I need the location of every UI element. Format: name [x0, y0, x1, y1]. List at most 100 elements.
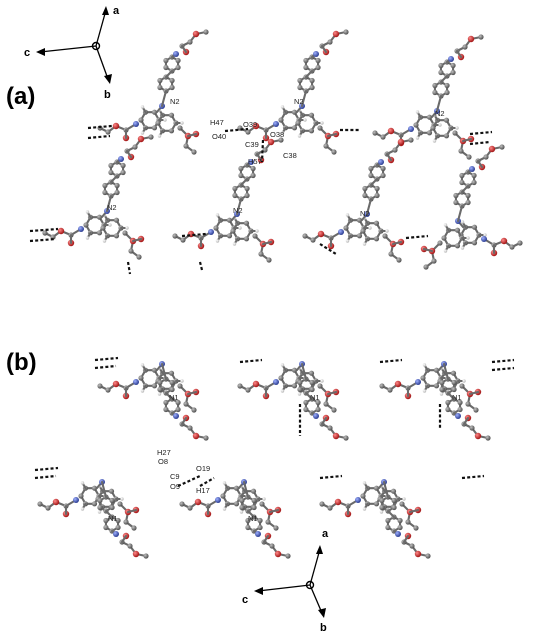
atom-sphere	[267, 138, 275, 146]
bond	[180, 416, 188, 426]
atom-sphere	[380, 172, 386, 179]
atom-sphere	[460, 220, 465, 224]
atom-sphere	[187, 39, 193, 45]
atom-sphere	[438, 69, 444, 76]
atom-sphere	[397, 517, 403, 524]
atom-sphere	[57, 227, 65, 235]
bond	[109, 174, 119, 184]
hydrogen-bond	[94, 356, 119, 362]
atom-sphere	[450, 370, 457, 376]
atom-sphere	[345, 213, 350, 217]
atom-sphere	[215, 213, 220, 217]
atom-sphere	[356, 217, 363, 223]
axis-triad-a: a c b	[24, 5, 120, 101]
atom-sphere	[280, 131, 285, 135]
atom-sphere	[269, 543, 275, 549]
atom-sphere	[395, 531, 401, 537]
axis-c-label-b: c	[242, 594, 248, 606]
atom-sphere	[169, 386, 175, 393]
bond	[326, 132, 338, 138]
atom-sphere	[192, 30, 200, 38]
atom-sphere	[362, 481, 367, 485]
atom-sphere	[108, 223, 112, 227]
atom-sphere	[108, 488, 115, 494]
atom-sphere	[157, 386, 163, 393]
atom-sphere	[257, 524, 263, 531]
hydrogen-bond	[34, 474, 57, 480]
atom-sphere	[443, 117, 450, 123]
atom-sphere	[438, 62, 444, 69]
atom-sphere	[331, 407, 337, 413]
atom-label: N2	[435, 109, 445, 118]
bond	[446, 391, 456, 401]
atom-sphere	[469, 166, 475, 172]
atom-sphere	[187, 425, 193, 431]
atom-sphere	[368, 172, 374, 179]
atom-sphere	[397, 524, 403, 531]
atom-sphere	[308, 112, 315, 118]
atom-sphere	[215, 239, 220, 243]
atom-sphere	[102, 189, 108, 196]
atom-sphere	[297, 392, 302, 396]
atom-sphere	[317, 125, 323, 131]
atom-sphere	[320, 121, 324, 125]
bond	[320, 416, 328, 426]
bond	[468, 390, 480, 396]
atom-sphere	[438, 123, 442, 127]
atom-sphere	[309, 379, 315, 386]
atom-sphere	[458, 148, 464, 154]
atom-sphere	[262, 497, 266, 501]
atom-sphere	[433, 367, 440, 373]
bond	[300, 89, 308, 108]
atom-label: H47	[210, 118, 224, 127]
atom-sphere	[500, 237, 508, 245]
atom-sphere	[473, 407, 479, 413]
hydrogen-bond	[260, 139, 265, 163]
atom-sphere	[100, 225, 106, 231]
atom-sphere	[317, 383, 323, 389]
bond	[126, 508, 138, 514]
atom-sphere	[191, 407, 197, 413]
atom-sphere	[140, 131, 145, 135]
atom-sphere	[453, 192, 459, 199]
bond	[131, 237, 143, 243]
atom-label: N2	[107, 203, 117, 212]
atom-sphere	[467, 35, 475, 43]
atom-sphere	[180, 237, 186, 243]
bond	[391, 240, 403, 246]
atom-sphere	[173, 51, 179, 57]
atom-sphere	[163, 57, 169, 64]
atom-sphere	[163, 406, 169, 413]
atom-sphere	[488, 145, 496, 153]
atom-sphere	[123, 519, 129, 525]
atom-sphere	[355, 497, 361, 503]
atom-sphere	[426, 130, 433, 136]
bond	[186, 132, 198, 138]
bond	[435, 94, 443, 113]
bond	[300, 362, 308, 381]
atom-sphere	[291, 125, 298, 131]
atom-sphere	[303, 399, 309, 406]
atom-sphere	[244, 192, 250, 199]
atom-sphere	[102, 239, 107, 243]
atom-sphere	[112, 122, 120, 130]
atom-sphere	[315, 57, 321, 64]
atom-sphere	[157, 77, 163, 84]
bond	[125, 149, 133, 159]
atom-sphere	[258, 251, 264, 257]
atom-label: O8	[158, 457, 168, 466]
atom-sphere	[273, 379, 279, 385]
atom-sphere	[120, 162, 126, 169]
atom-sphere	[252, 122, 260, 130]
atom-sphere	[415, 136, 420, 140]
atom-sphere	[379, 497, 385, 504]
atom-sphere	[414, 550, 422, 558]
atom-sphere	[443, 223, 448, 227]
atom-sphere	[422, 389, 427, 393]
atom-sphere	[315, 64, 321, 71]
atom-sphere	[378, 159, 384, 165]
bond	[326, 390, 338, 396]
atom-sphere	[499, 144, 505, 150]
atom-sphere	[136, 254, 142, 260]
hydrogen-bond	[34, 466, 59, 472]
